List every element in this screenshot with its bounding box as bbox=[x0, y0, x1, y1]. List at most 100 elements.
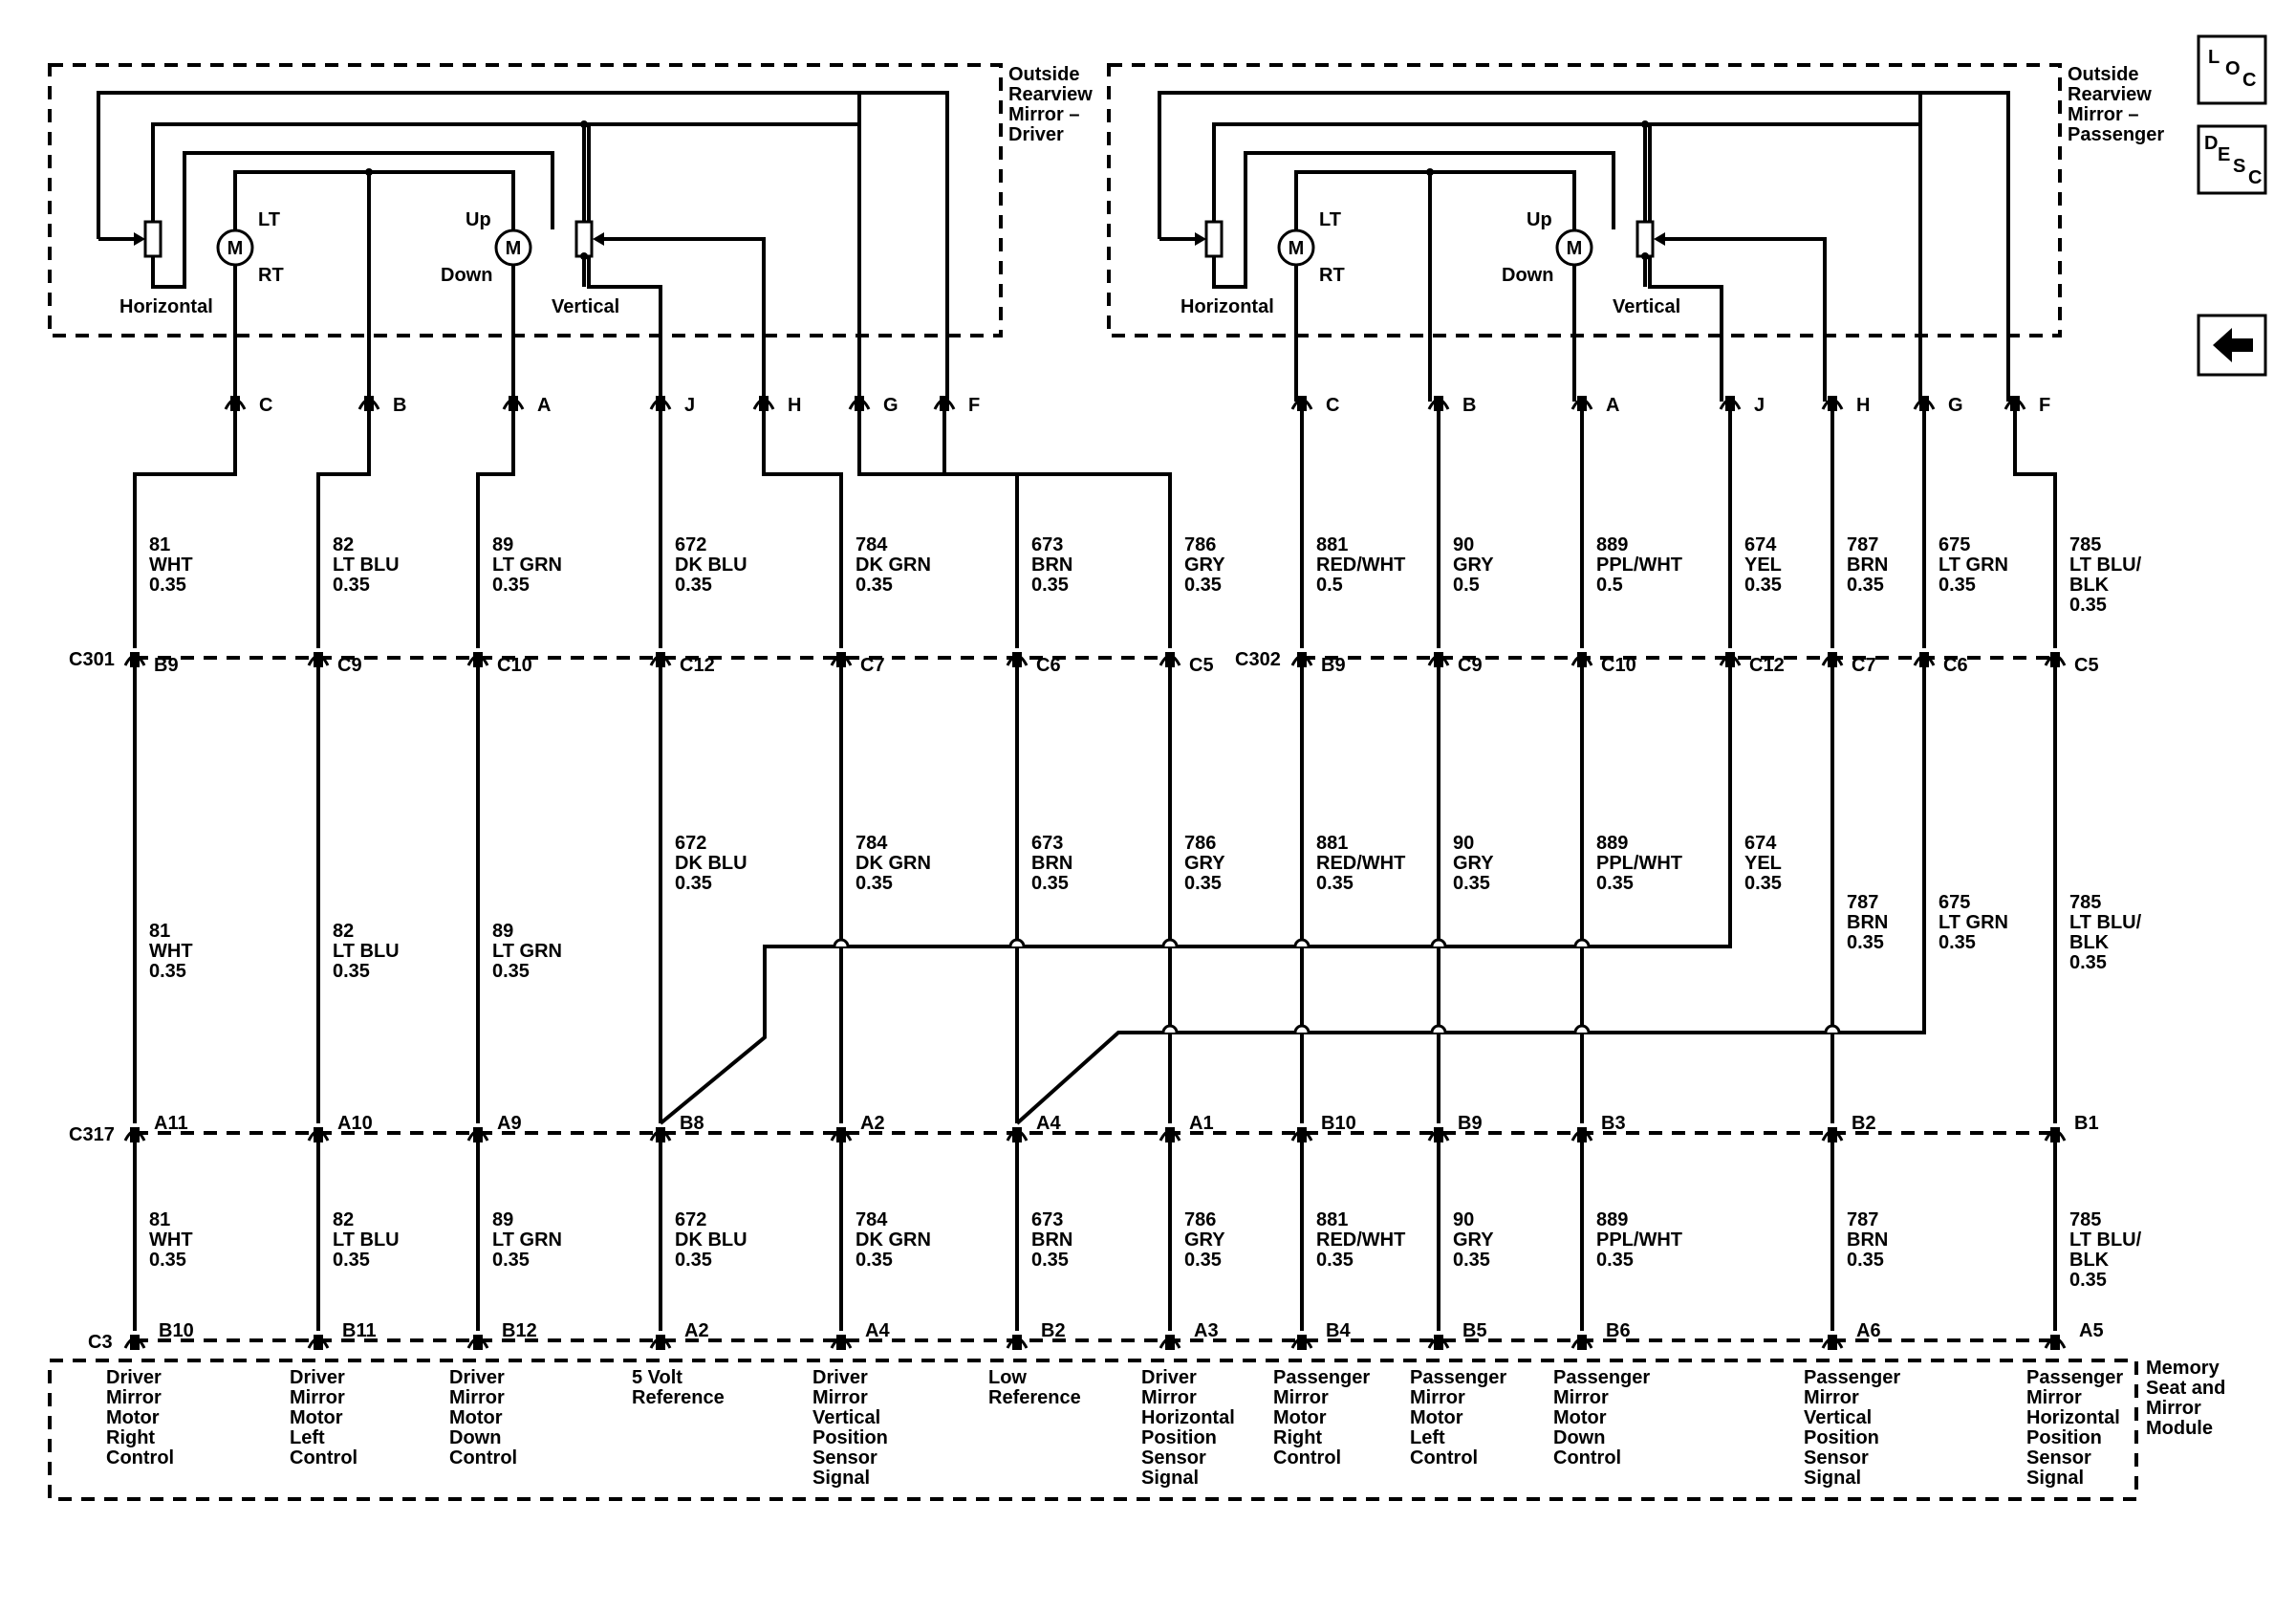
connector-pin-label: C10 bbox=[1601, 655, 1636, 676]
connector-pin bbox=[940, 396, 949, 411]
wire-color-label: 784 bbox=[856, 534, 888, 555]
c301-label: C301 bbox=[69, 649, 115, 670]
vertical-label: Vertical bbox=[1613, 296, 1680, 317]
wire-color-label: 90 bbox=[1453, 534, 1474, 555]
connector-pin-label: B2 bbox=[1041, 1320, 1066, 1341]
wire-color-label: 0.35 bbox=[149, 961, 186, 982]
connector-pin bbox=[1577, 1127, 1587, 1142]
connector-pin bbox=[1434, 1335, 1443, 1350]
module-function-label: Sensor bbox=[1141, 1447, 1206, 1469]
connector-pin-label: B6 bbox=[1606, 1320, 1631, 1341]
wire-color-label: YEL bbox=[1744, 853, 1782, 874]
module-function-label: Driver bbox=[449, 1367, 505, 1388]
connector-pin-label: B10 bbox=[1321, 1113, 1356, 1134]
wire-crossover bbox=[833, 938, 850, 947]
wire-color-label: GRY bbox=[1453, 1229, 1494, 1251]
motor-label: M bbox=[506, 238, 522, 259]
wire-color-label: 82 bbox=[333, 534, 354, 555]
c302-label: C302 bbox=[1235, 649, 1281, 670]
driver-mirror-title: Driver bbox=[1008, 124, 1064, 145]
wire-color-label: BLK bbox=[2069, 932, 2110, 953]
wire-color-label: 672 bbox=[675, 534, 706, 555]
wire-color-label: 674 bbox=[1744, 833, 1777, 854]
module-function-label: Signal bbox=[1141, 1468, 1199, 1489]
connector-pin bbox=[1297, 1335, 1307, 1350]
module-function-label: Horizontal bbox=[1141, 1407, 1235, 1428]
wire-color-label: 786 bbox=[1184, 833, 1216, 854]
module-function-label: Mirror bbox=[812, 1387, 868, 1408]
connector-pin bbox=[364, 396, 374, 411]
wire-color-label: LT BLU bbox=[333, 555, 400, 576]
wire-color-label: DK GRN bbox=[856, 555, 931, 576]
connector-pin-label: B4 bbox=[1326, 1320, 1351, 1341]
wire-color-label: 675 bbox=[1939, 892, 1970, 913]
module-function-label: Motor bbox=[1553, 1407, 1607, 1428]
splice-dot bbox=[580, 252, 588, 260]
module-function-label: Mirror bbox=[106, 1387, 162, 1408]
motor-label: M bbox=[1289, 238, 1305, 259]
connector-pin bbox=[314, 652, 323, 667]
wire bbox=[659, 667, 1732, 1125]
module-function-label: Passenger bbox=[2026, 1367, 2123, 1388]
wire-color-label: LT BLU/ bbox=[2069, 912, 2142, 933]
module-function-label: Mirror bbox=[290, 1387, 345, 1408]
module-function-label: Driver bbox=[1141, 1367, 1197, 1388]
connector-pin-label: A9 bbox=[497, 1113, 522, 1134]
wire-color-label: 0.35 bbox=[1847, 575, 1884, 596]
wire-crossover bbox=[1293, 938, 1310, 947]
driver-mirror-box bbox=[48, 63, 1003, 337]
wire-color-label: GRY bbox=[1453, 853, 1494, 874]
motor-common-wire bbox=[1294, 170, 1576, 230]
module-function-label: Mirror bbox=[1141, 1387, 1197, 1408]
wire-crossover bbox=[1824, 1024, 1841, 1033]
module-function-label: Down bbox=[449, 1427, 501, 1448]
connector-pin bbox=[1828, 1127, 1837, 1142]
loc-letter: C bbox=[2242, 70, 2256, 91]
wire-color-label: LT BLU bbox=[333, 941, 400, 962]
connector-pin bbox=[1725, 652, 1735, 667]
mirror-pin-label: G bbox=[1948, 395, 1963, 416]
lt-label: LT bbox=[1319, 209, 1341, 230]
connector-pin bbox=[1012, 1127, 1022, 1142]
connector-pin bbox=[130, 652, 140, 667]
mirror-pin-label: H bbox=[788, 395, 801, 416]
mirror-pin-label: G bbox=[883, 395, 899, 416]
module-function-label: Signal bbox=[812, 1468, 870, 1489]
module-function-label: Signal bbox=[2026, 1468, 2084, 1489]
module-function-label: Motor bbox=[106, 1407, 160, 1428]
rt-label: RT bbox=[258, 265, 284, 286]
wire-color-label: WHT bbox=[149, 941, 193, 962]
passenger-mirror-title: Passenger bbox=[2068, 124, 2164, 145]
connector-pin bbox=[1434, 396, 1443, 411]
module-function-label: Right bbox=[1273, 1427, 1322, 1448]
wire-color-label: 0.5 bbox=[1453, 575, 1480, 596]
wire-color-label: 889 bbox=[1596, 534, 1628, 555]
module-title: Module bbox=[2146, 1418, 2213, 1439]
driver-mirror-title: Outside bbox=[1008, 64, 1079, 85]
connector-pin bbox=[1297, 396, 1307, 411]
wire-color-label: 0.35 bbox=[1596, 873, 1634, 894]
connector-pin-label: A4 bbox=[865, 1320, 890, 1341]
wire-color-label: 672 bbox=[675, 833, 706, 854]
horizontal-sensor bbox=[1204, 220, 1224, 258]
wire-color-label: 0.35 bbox=[149, 575, 186, 596]
wire-color-label: 89 bbox=[492, 921, 513, 942]
wire-color-label: LT GRN bbox=[492, 941, 562, 962]
connector-pin-label: B9 bbox=[154, 655, 179, 676]
connector-pin-label: C10 bbox=[497, 655, 532, 676]
vertical-sensor bbox=[574, 220, 594, 258]
sensor-signal-wire bbox=[584, 122, 861, 402]
vertical-label: Vertical bbox=[552, 296, 619, 317]
module-function-label: Low bbox=[988, 1367, 1027, 1388]
sensor-low-wire bbox=[1212, 151, 1615, 289]
connector-pin-label: C5 bbox=[2074, 655, 2099, 676]
module-function-label: Mirror bbox=[1804, 1387, 1859, 1408]
connector-pin bbox=[656, 652, 665, 667]
connector-pin-label: A5 bbox=[2079, 1320, 2104, 1341]
wire-color-label: BRN bbox=[1847, 1229, 1888, 1251]
wire bbox=[2013, 409, 2057, 648]
up-label: Up bbox=[466, 209, 491, 230]
sensor-wire bbox=[1158, 91, 2010, 402]
wire-color-label: DK BLU bbox=[675, 853, 747, 874]
